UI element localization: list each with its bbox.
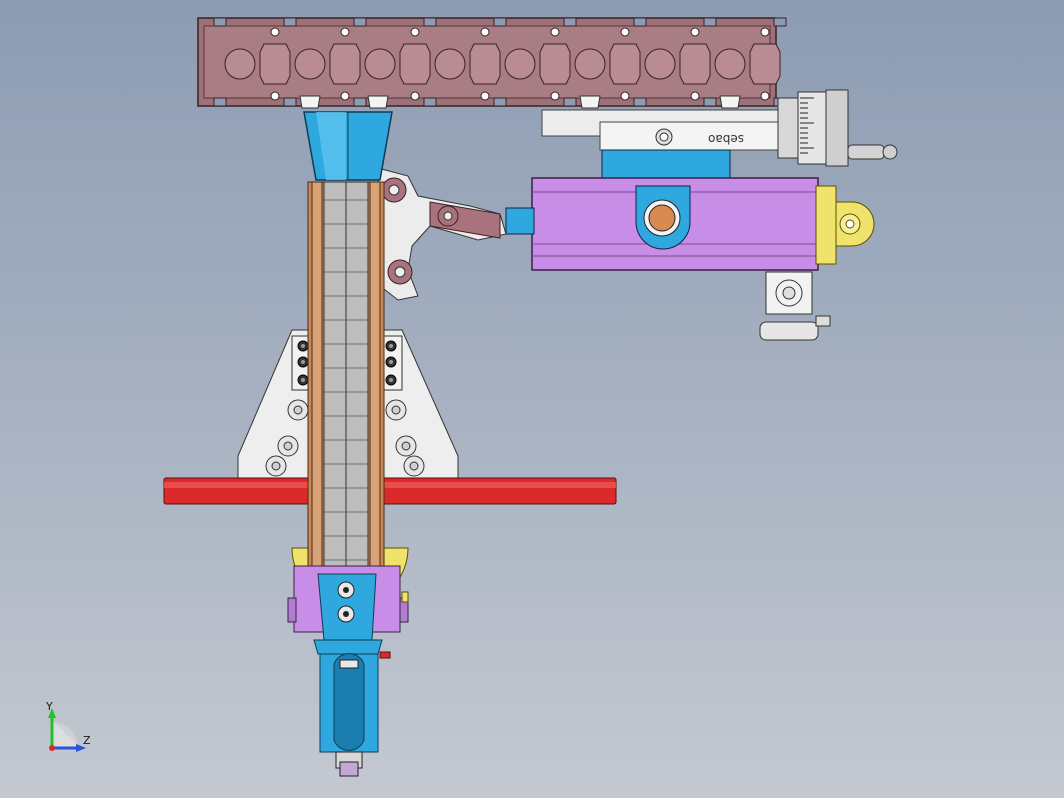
x-axis-dot (49, 745, 55, 751)
beam-slots (213, 17, 787, 109)
stepper-motor[interactable] (759, 271, 831, 341)
axis-triad (48, 708, 86, 752)
clamp-rollers (265, 399, 425, 477)
top-cone-cap[interactable] (303, 111, 393, 181)
clevis-linkage[interactable] (377, 167, 507, 301)
clamp-screws (297, 340, 397, 386)
z-axis-label: Z (83, 734, 91, 747)
micrometer-dial[interactable] (777, 89, 898, 167)
yellow-bracket[interactable] (815, 185, 875, 265)
y-axis-label: Y (46, 700, 53, 713)
lower-cone-body[interactable] (313, 573, 391, 777)
aluminium-profile-beam[interactable] (197, 17, 787, 109)
beam-holes (224, 27, 781, 101)
dial-ticks (800, 97, 814, 154)
red-bar[interactable] (163, 477, 617, 505)
pneumatic-cylinder[interactable] (505, 177, 819, 271)
engraved-text: sebao (708, 132, 744, 146)
column-ticks (324, 199, 368, 561)
slide-plate[interactable]: sebao (541, 109, 779, 151)
vertical-column[interactable] (307, 181, 385, 569)
